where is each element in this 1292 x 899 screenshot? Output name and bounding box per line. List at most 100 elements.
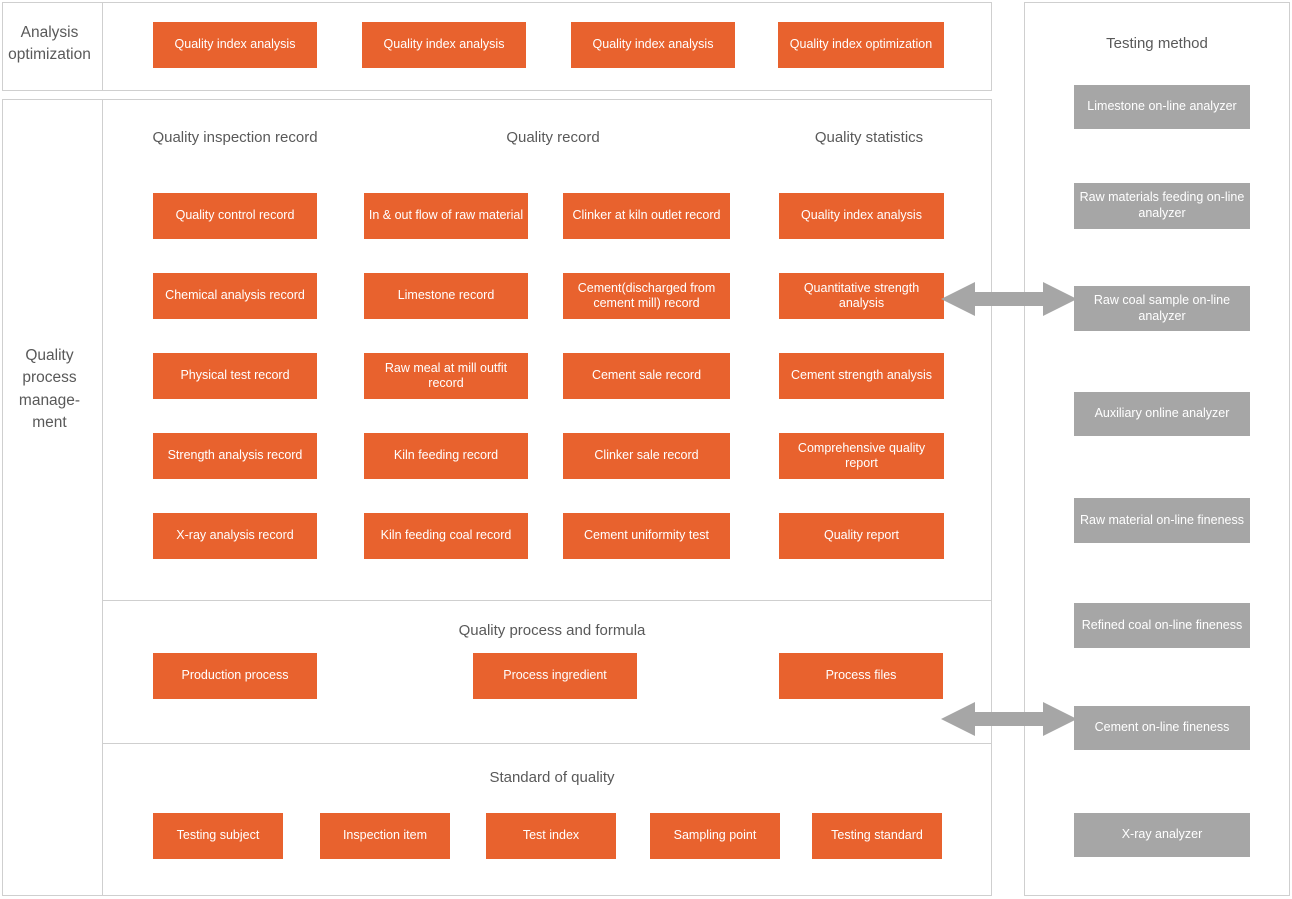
grid-box-label: Quality report <box>823 528 900 543</box>
grid-box-physical-test-record[interactable]: Physical test record <box>153 353 317 399</box>
testing-box-refined-coal-online-fineness[interactable]: Refined coal on-line fineness <box>1074 603 1250 648</box>
row-label-analysis-optimization: Analysis optimization <box>0 22 99 67</box>
grid-box-label: Clinker sale record <box>594 448 699 463</box>
formula-box-process-files[interactable]: Process files <box>779 653 943 699</box>
testing-box-raw-material-online-fineness[interactable]: Raw material on-line fineness <box>1074 498 1250 543</box>
testing-box-limestone-online-analyzer[interactable]: Limestone on-line analyzer <box>1074 85 1250 129</box>
standard-box-inspection-item[interactable]: Inspection item <box>320 813 450 859</box>
grid-box-quality-index-analysis[interactable]: Quality index analysis <box>779 193 944 239</box>
grid-box-clinker-at-kiln-outlet-record[interactable]: Clinker at kiln outlet record <box>563 193 730 239</box>
grid-box-cement-discharged-from-cement-mill-record[interactable]: Cement(discharged from cement mill) reco… <box>563 273 730 319</box>
arrow-processfiles-to-cementfineness <box>941 700 1077 738</box>
testing-box-auxiliary-online-analyzer[interactable]: Auxiliary online analyzer <box>1074 392 1250 436</box>
grid-box-label: Cement uniformity test <box>583 528 710 543</box>
column-title-quality-inspection-record: Quality inspection record <box>135 129 335 146</box>
testing-box-xray-analyzer[interactable]: X-ray analyzer <box>1074 813 1250 857</box>
formula-box-label: Process ingredient <box>503 668 607 683</box>
analysis-box-4-label: Quality index optimization <box>789 37 933 52</box>
grid-box-clinker-sale-record[interactable]: Clinker sale record <box>563 433 730 479</box>
standard-box-label: Inspection item <box>342 828 428 843</box>
grid-box-label: Chemical analysis record <box>165 288 305 303</box>
row-label-process-line2: process <box>22 369 77 387</box>
standard-box-label: Testing standard <box>831 828 923 843</box>
section-title-text: Standard of quality <box>489 769 615 786</box>
standard-box-testing-subject[interactable]: Testing subject <box>153 813 283 859</box>
standard-box-test-index[interactable]: Test index <box>486 813 616 859</box>
grid-box-quality-report[interactable]: Quality report <box>779 513 944 559</box>
grid-box-label: Strength analysis record <box>167 448 303 463</box>
analysis-box-1-label: Quality index analysis <box>174 37 296 52</box>
panel-title-testing-method: Testing method <box>1082 35 1232 52</box>
grid-box-label: Quality control record <box>175 208 295 223</box>
grid-box-cement-strength-analysis[interactable]: Cement strength analysis <box>779 353 944 399</box>
standard-box-label: Testing subject <box>176 828 260 843</box>
grid-box-label: Cement strength analysis <box>790 368 933 383</box>
formula-box-label: Production process <box>181 668 289 683</box>
grid-box-label: Quality index analysis <box>801 208 922 223</box>
testing-method-panel <box>1024 2 1290 896</box>
testing-box-raw-materials-feeding-online-analyzer[interactable]: Raw materials feeding on-line analyzer <box>1074 183 1250 229</box>
grid-box-quantitative-strength-analysis[interactable]: Quantitative strength analysis <box>779 273 944 319</box>
row-label-process-line3: manage- <box>18 391 81 409</box>
section-title-standard-of-quality: Standard of quality <box>472 769 632 786</box>
grid-box-kiln-feeding-coal-record[interactable]: Kiln feeding coal record <box>364 513 528 559</box>
grid-box-label: Quantitative strength analysis <box>803 280 920 310</box>
grid-box-label: Cement(discharged from cement mill) reco… <box>577 280 716 310</box>
grid-box-comprehensive-quality-report[interactable]: Comprehensive quality report <box>779 433 944 479</box>
standard-box-label: Sampling point <box>673 828 757 843</box>
analysis-box-1[interactable]: Quality index analysis <box>153 22 317 68</box>
grid-box-strength-analysis-record[interactable]: Strength analysis record <box>153 433 317 479</box>
testing-box-label: Auxiliary online analyzer <box>1094 406 1230 421</box>
standard-box-sampling-point[interactable]: Sampling point <box>650 813 780 859</box>
column-title-quality-record: Quality record <box>463 129 643 146</box>
section-divider-standard <box>102 743 991 744</box>
formula-box-production-process[interactable]: Production process <box>153 653 317 699</box>
grid-box-kiln-feeding-record[interactable]: Kiln feeding record <box>364 433 528 479</box>
grid-box-label: Kiln feeding coal record <box>380 528 512 543</box>
analysis-box-2[interactable]: Quality index analysis <box>362 22 526 68</box>
section-title-text: Quality process and formula <box>458 622 646 639</box>
panel-divider <box>102 100 103 895</box>
section-divider-formula <box>102 600 991 601</box>
grid-box-label: Limestone record <box>397 288 495 303</box>
testing-box-label: X-ray analyzer <box>1121 827 1203 842</box>
grid-box-label: In & out flow of raw material <box>368 208 524 223</box>
analysis-box-3[interactable]: Quality index analysis <box>571 22 735 68</box>
analysis-box-4[interactable]: Quality index optimization <box>778 22 944 68</box>
testing-box-raw-coal-sample-online-analyzer[interactable]: Raw coal sample on-line analyzer <box>1074 286 1250 331</box>
analysis-box-3-label: Quality index analysis <box>592 37 714 52</box>
grid-box-label: X-ray analysis record <box>176 528 294 543</box>
grid-box-label: Cement sale record <box>591 368 702 383</box>
grid-box-quality-control-record[interactable]: Quality control record <box>153 193 317 239</box>
grid-box-label: Physical test record <box>180 368 290 383</box>
testing-box-label: Raw coal sample on-line analyzer <box>1093 292 1231 323</box>
column-title-text: Quality inspection record <box>152 129 318 146</box>
testing-box-label: Raw materials feeding on-line analyzer <box>1079 190 1245 220</box>
analysis-box-2-label: Quality index analysis <box>383 37 505 52</box>
testing-box-cement-online-fineness[interactable]: Cement on-line fineness <box>1074 706 1250 750</box>
row-label-quality-process-management: Quality process manage- ment <box>0 345 99 435</box>
column-title-quality-statistics: Quality statistics <box>789 129 949 146</box>
grid-box-raw-meal-at-mill-outfit-record[interactable]: Raw meal at mill outfit record <box>364 353 528 399</box>
grid-box-in-out-flow-of-raw-material[interactable]: In & out flow of raw material <box>364 193 528 239</box>
grid-box-cement-uniformity-test[interactable]: Cement uniformity test <box>563 513 730 559</box>
grid-box-chemical-analysis-record[interactable]: Chemical analysis record <box>153 273 317 319</box>
row-label-analysis-line1: Analysis optimization <box>8 24 91 64</box>
formula-box-process-ingredient[interactable]: Process ingredient <box>473 653 637 699</box>
grid-box-limestone-record[interactable]: Limestone record <box>364 273 528 319</box>
grid-box-label: Raw meal at mill outfit record <box>384 360 508 390</box>
column-title-text: Quality record <box>506 129 600 146</box>
testing-box-label: Refined coal on-line fineness <box>1081 617 1243 632</box>
testing-box-label: Raw material on-line fineness <box>1080 512 1244 527</box>
section-title-quality-process-and-formula: Quality process and formula <box>452 622 652 639</box>
panel-divider <box>102 3 103 90</box>
grid-box-label: Comprehensive quality report <box>797 440 926 470</box>
standard-box-testing-standard[interactable]: Testing standard <box>812 813 942 859</box>
row-label-process-line1: Quality <box>25 347 74 364</box>
grid-box-cement-sale-record[interactable]: Cement sale record <box>563 353 730 399</box>
grid-box-xray-analysis-record[interactable]: X-ray analysis record <box>153 513 317 559</box>
column-title-text: Quality statistics <box>814 129 924 146</box>
panel-title-text: Testing method <box>1106 35 1208 52</box>
grid-box-label: Clinker at kiln outlet record <box>572 208 721 223</box>
